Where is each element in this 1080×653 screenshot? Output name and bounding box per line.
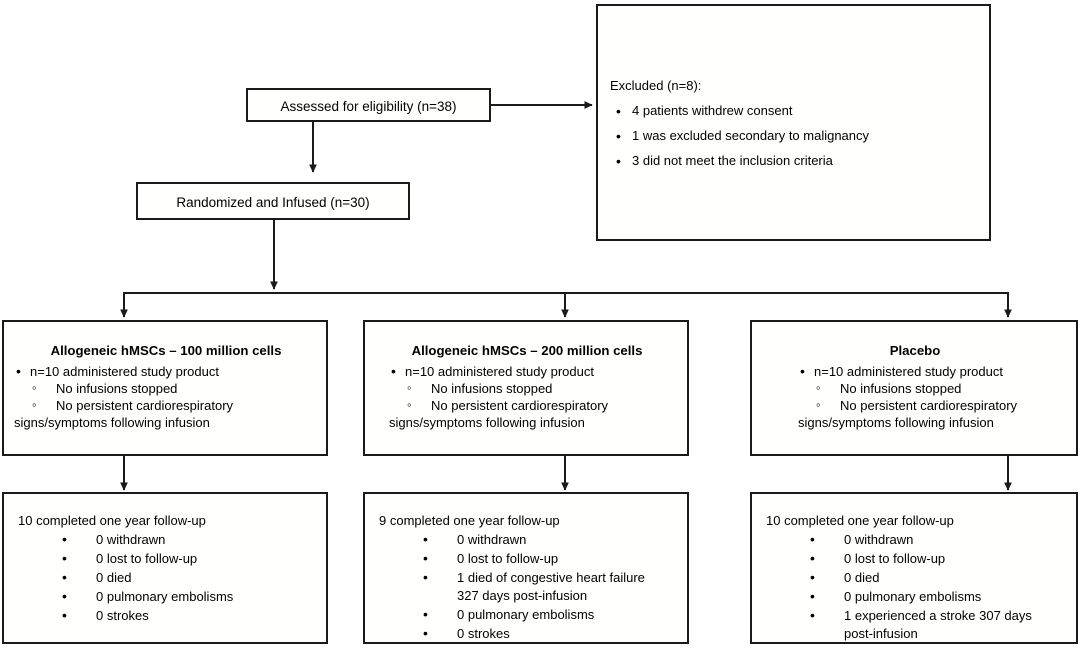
list-item: n=10 administered study product bbox=[14, 361, 318, 380]
list-item: 4 patients withdrew consent bbox=[610, 102, 979, 120]
list-item-text: 1 experienced a stroke 307 days bbox=[844, 607, 1032, 623]
arm2-bullet-list: n=10 administered study product bbox=[375, 361, 679, 380]
list-item: 0 pulmonary embolisms bbox=[379, 605, 679, 624]
list-item: 0 withdrawn bbox=[18, 530, 318, 549]
list-item-continuation: 327 days post-infusion bbox=[457, 587, 588, 603]
arm3-title: Placebo bbox=[889, 343, 941, 358]
list-item: 0 pulmonary embolisms bbox=[766, 587, 1068, 606]
node-arm-200-million[interactable]: Allogeneic hMSCs – 200 million cells n=1… bbox=[363, 320, 689, 456]
arm2-title: Allogeneic hMSCs – 200 million cells bbox=[411, 343, 643, 358]
node-arm-100-million[interactable]: Allogeneic hMSCs – 100 million cells n=1… bbox=[2, 320, 328, 456]
list-item: 0 lost to follow-up bbox=[379, 549, 679, 568]
outcome1-lead: 10 completed one year follow-up bbox=[18, 513, 206, 528]
list-item: No infusions stopped bbox=[375, 379, 679, 397]
node-assessed-for-eligibility[interactable]: Assessed for eligibility (n=38) bbox=[246, 88, 491, 122]
list-item: No persistent cardiorespiratory bbox=[14, 396, 318, 414]
node-outcome-100-million[interactable]: 10 completed one year follow-up 0 withdr… bbox=[2, 492, 328, 644]
list-item: 1 experienced a stroke 307 days post-inf… bbox=[766, 606, 1068, 643]
list-item: 0 lost to follow-up bbox=[18, 549, 318, 568]
arm1-bullet-list: n=10 administered study product bbox=[14, 361, 318, 380]
list-item: 0 withdrawn bbox=[766, 530, 1068, 549]
arm3-sub2-continuation: signs/symptoms following infusion bbox=[798, 414, 994, 430]
list-item: 1 died of congestive heart failure 327 d… bbox=[379, 568, 679, 605]
arm2-sub-list: No infusions stopped No persistent cardi… bbox=[375, 379, 679, 414]
list-item: No infusions stopped bbox=[762, 379, 1068, 397]
arm1-sub-list: No infusions stopped No persistent cardi… bbox=[14, 379, 318, 414]
arm3-sub-list: No infusions stopped No persistent cardi… bbox=[762, 379, 1068, 414]
list-item: 0 died bbox=[18, 568, 318, 587]
list-item: 1 was excluded secondary to malignancy bbox=[610, 127, 979, 145]
outcome2-list: 0 withdrawn 0 lost to follow-up 1 died o… bbox=[379, 530, 679, 643]
outcome1-list: 0 withdrawn 0 lost to follow-up 0 died 0… bbox=[18, 530, 318, 625]
list-item: No persistent cardiorespiratory bbox=[762, 396, 1068, 414]
node-randomized-and-infused[interactable]: Randomized and Infused (n=30) bbox=[136, 182, 410, 220]
outcome3-lead: 10 completed one year follow-up bbox=[766, 513, 954, 528]
arm3-bullet-list: n=10 administered study product bbox=[762, 361, 1068, 380]
arm2-sub2-continuation: signs/symptoms following infusion bbox=[389, 414, 585, 430]
list-item-continuation: post-infusion bbox=[844, 625, 918, 641]
list-item: 0 lost to follow-up bbox=[766, 549, 1068, 568]
list-item: No persistent cardiorespiratory bbox=[375, 396, 679, 414]
list-item: 3 did not meet the inclusion criteria bbox=[610, 152, 979, 170]
arm1-sub2-continuation: signs/symptoms following infusion bbox=[14, 414, 210, 430]
list-item: 0 withdrawn bbox=[379, 530, 679, 549]
list-item: 0 died bbox=[766, 568, 1068, 587]
list-item: n=10 administered study product bbox=[375, 361, 679, 380]
list-item: No infusions stopped bbox=[14, 379, 318, 397]
assessed-label: Assessed for eligibility (n=38) bbox=[280, 99, 457, 114]
excluded-list: 4 patients withdrew consent 1 was exclud… bbox=[610, 102, 979, 170]
node-arm-placebo[interactable]: Placebo n=10 administered study product … bbox=[750, 320, 1078, 456]
list-item: 0 strokes bbox=[379, 624, 679, 643]
randomized-label: Randomized and Infused (n=30) bbox=[176, 195, 370, 210]
outcome3-list: 0 withdrawn 0 lost to follow-up 0 died 0… bbox=[766, 530, 1068, 643]
list-item: n=10 administered study product bbox=[762, 361, 1068, 380]
list-item: 0 strokes bbox=[18, 606, 318, 625]
excluded-heading: Excluded (n=8): bbox=[610, 78, 702, 93]
arm1-title: Allogeneic hMSCs – 100 million cells bbox=[50, 343, 282, 358]
node-outcome-placebo[interactable]: 10 completed one year follow-up 0 withdr… bbox=[750, 492, 1078, 644]
list-item: 0 pulmonary embolisms bbox=[18, 587, 318, 606]
list-item-text: 1 died of congestive heart failure bbox=[457, 569, 645, 585]
outcome2-lead: 9 completed one year follow-up bbox=[379, 513, 560, 528]
node-outcome-200-million[interactable]: 9 completed one year follow-up 0 withdra… bbox=[363, 492, 689, 644]
node-excluded[interactable]: Excluded (n=8): 4 patients withdrew cons… bbox=[596, 4, 991, 241]
